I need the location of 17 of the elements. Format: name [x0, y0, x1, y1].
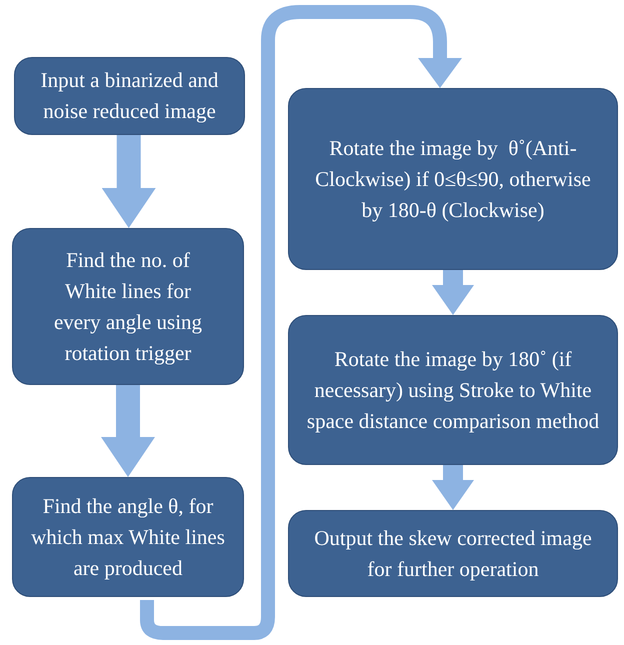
process-box [288, 315, 618, 465]
arrow [432, 270, 474, 315]
process-box [12, 228, 244, 385]
box-text: Rotate the image by 180˚ (if necessary) using Stroke to White space distance comparison method [306, 346, 600, 434]
arrow [101, 385, 155, 477]
box-text: Input a binarized and noise reduced image [40, 67, 220, 125]
arrow [140, 5, 462, 640]
process-box [12, 477, 244, 597]
arrow [102, 135, 156, 228]
box-text: Output the skew corrected image for further operation [313, 524, 593, 582]
box-text: Rotate the image by θ˚(Anti-Clockwise) if 0≤θ≤90, otherwise by 180-θ (Clockwise) [314, 134, 592, 224]
process-box [288, 510, 618, 597]
process-box [14, 57, 245, 135]
arrow [432, 465, 474, 510]
process-box [288, 88, 618, 270]
box-text: Find the angle θ, for which max White lines are produced [30, 492, 226, 582]
box-text: Find the no. of White lines for every angle using rotation trigger [52, 246, 204, 366]
